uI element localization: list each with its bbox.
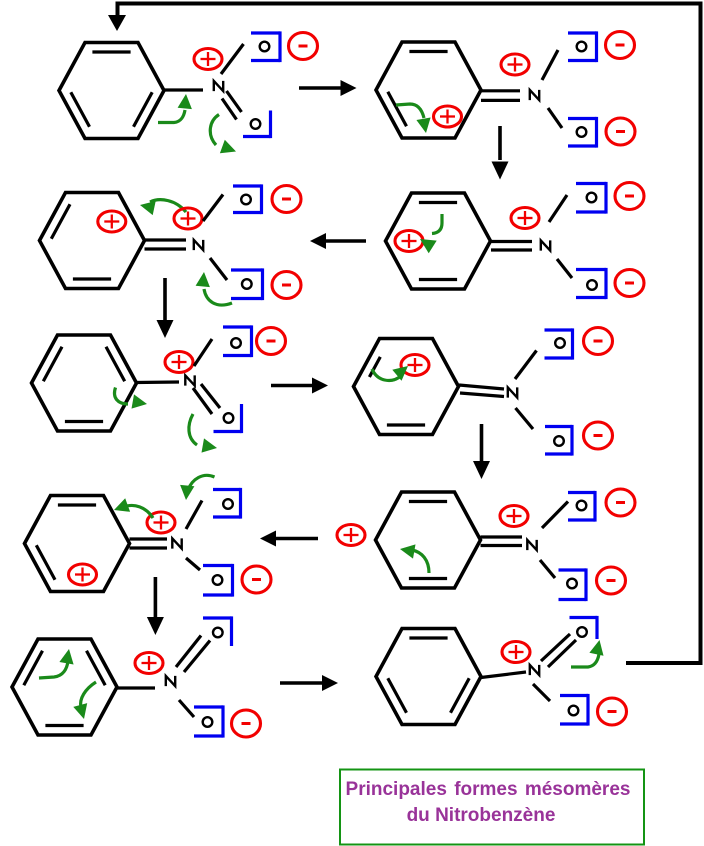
svg-text:Principales formes mésomères: Principales formes mésomères: [346, 779, 631, 800]
svg-text:du Nitrobenzène: du Nitrobenzène: [407, 805, 556, 826]
